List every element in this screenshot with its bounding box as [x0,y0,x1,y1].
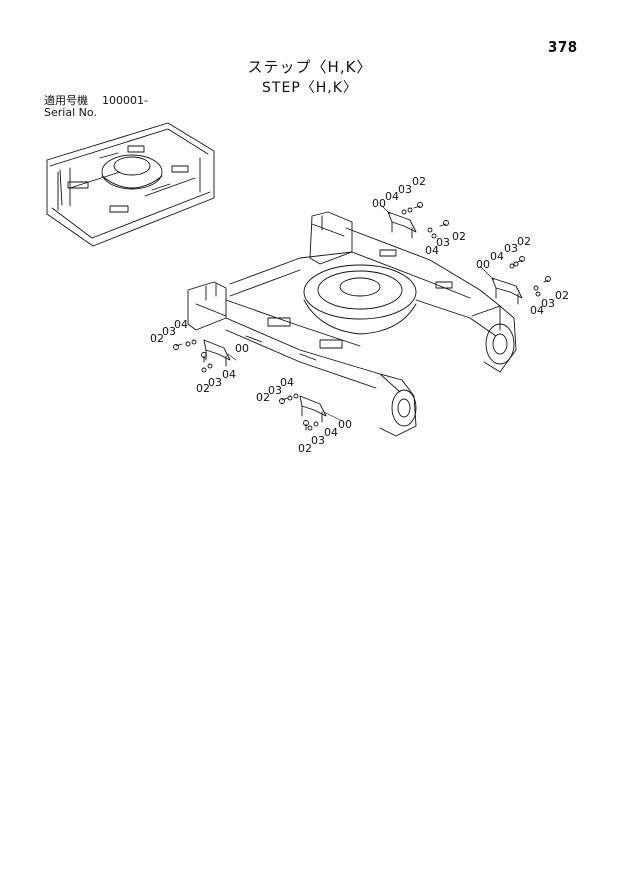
step-brackets [203,211,523,423]
callout-label: 00 [372,197,386,210]
callout-label: 03 [162,325,176,338]
callout-label: 02 [452,230,466,243]
callout-label: 04 [324,426,338,439]
callout-label: 03 [398,183,412,196]
callout-label: 04 [280,376,294,389]
callout-label: 02 [555,289,569,302]
callout-label: 04 [174,318,188,331]
callout-label: 04 [490,250,504,263]
page-title-english: STEP〈H,K〉 [262,80,358,96]
callout-label: 03 [504,242,518,255]
callout-label: 02 [298,442,312,455]
callout-label: 02 [256,391,270,404]
callout-label: 03 [268,384,282,397]
callout-label: 03 [208,376,222,389]
callout-label: 03 [541,297,555,310]
undercarriage-inset-view [46,122,215,247]
page-number: 378 [548,38,578,56]
callout-label: 02 [412,175,426,188]
callout-label: 00 [338,418,352,431]
callout-label: 00 [476,258,490,271]
callout-label: 04 [425,244,439,257]
callout-label: 04 [222,368,236,381]
callout-labels: 00 04 03 02 02 04 03 00 04 03 02 02 04 0… [150,175,569,455]
callout-label: 04 [385,190,399,203]
track-frame-main-view [187,211,517,437]
serial-label-en: Serial No. [44,106,97,119]
serial-value: 100001- [102,94,148,107]
callout-label: 03 [311,434,325,447]
callout-label: 02 [196,382,210,395]
serial-label-jp: 適用号機 [44,94,88,107]
callout-label: 00 [235,342,249,355]
callout-label: 02 [517,235,531,248]
callout-label: 03 [436,236,450,249]
callout-label: 02 [150,332,164,345]
callout-label: 04 [530,304,544,317]
serial-applicability: 適用号機 100001- Serial No. [44,95,148,119]
page-title-japanese: ステップ〈H,K〉 [247,58,373,76]
fasteners [173,202,551,431]
leader-lines [227,205,495,421]
